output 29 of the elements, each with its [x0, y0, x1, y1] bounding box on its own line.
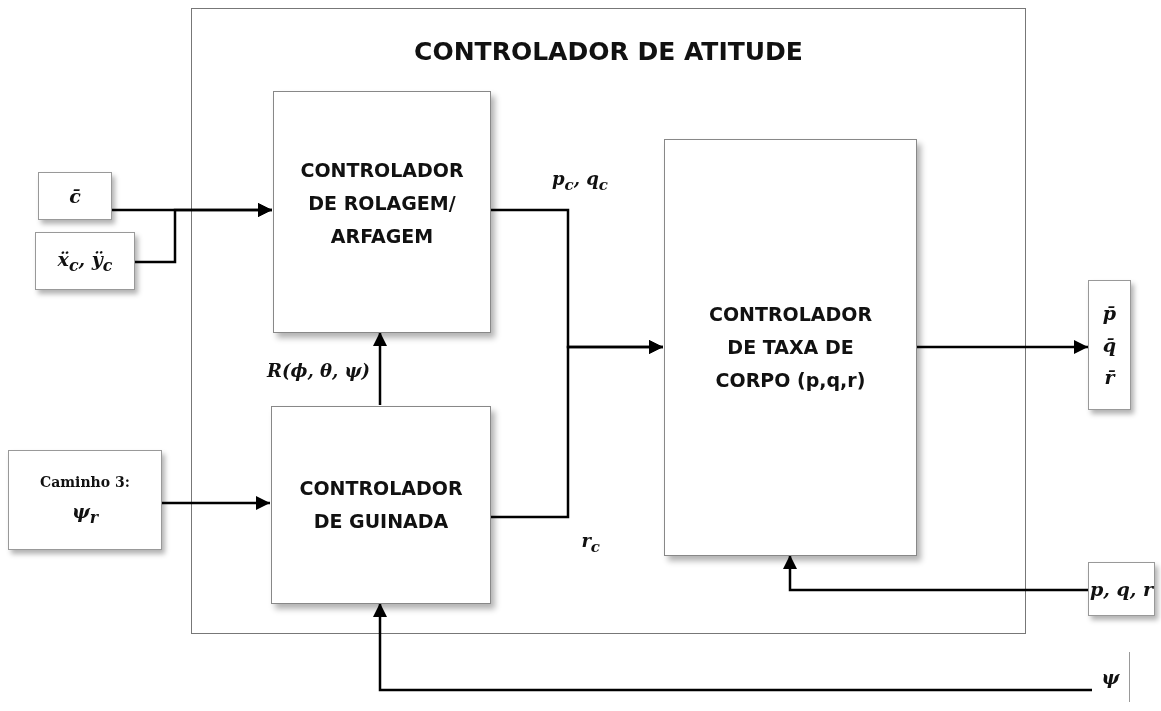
signal-box — [1088, 562, 1155, 616]
controller-block — [271, 406, 491, 604]
arrow — [373, 603, 1092, 692]
arrow — [916, 340, 1088, 354]
block-label: CONTROLADOR DE ROLAGEM/ ARFAGEM — [299, 158, 465, 249]
signal-box — [1088, 280, 1131, 410]
signal-label: p̄ — [1102, 302, 1117, 324]
controller-block — [664, 139, 917, 556]
signal-label: p, q, r — [1089, 578, 1153, 600]
signal-label: ψ — [1101, 666, 1120, 688]
controller-frame — [191, 8, 1026, 634]
signal-label: Caminho 3: — [40, 473, 130, 490]
block-label: CONTROLADOR DE TAXA DE CORPO (p,q,r) — [707, 302, 874, 393]
signal-label: r̄ — [1104, 366, 1115, 388]
arrow — [490, 340, 663, 519]
signal-label: c̄ — [69, 185, 81, 207]
arrow — [373, 332, 387, 405]
arrow — [783, 555, 1088, 592]
signal-box — [38, 172, 112, 220]
arrow — [162, 496, 270, 510]
signal-label: ẍ$_{c}$, ÿ$_{c}$ — [57, 247, 113, 275]
block-label: CONTROLADOR DE GUINADA — [298, 476, 464, 534]
signal-box — [35, 232, 135, 290]
signal-label: q̄ — [1102, 334, 1117, 356]
controller-block — [273, 91, 491, 333]
signal-box — [8, 450, 162, 550]
signal-label: ψ$_{r}$ — [71, 499, 99, 527]
arrow — [135, 203, 272, 264]
frame-title: CONTROLADOR DE ATITUDE — [413, 37, 804, 66]
